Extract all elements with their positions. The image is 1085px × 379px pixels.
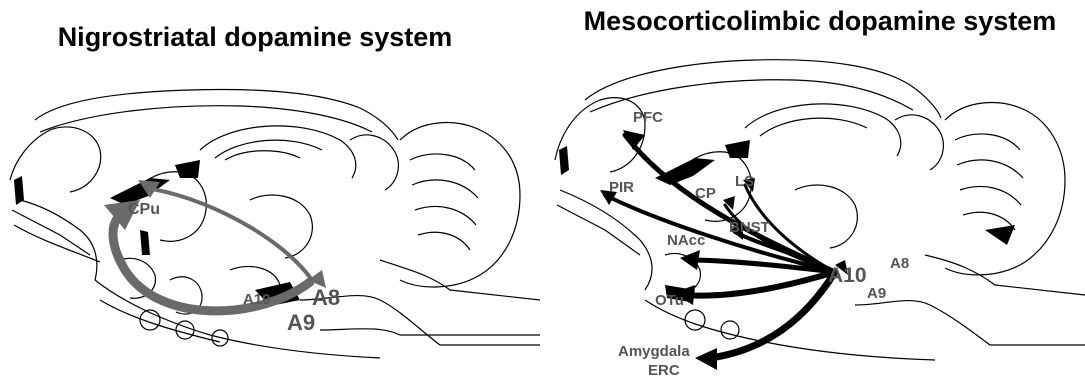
label-amygdala: Amygdala [618,343,690,360]
label-cp: CP [695,185,716,202]
label-a8: A8 [312,285,340,310]
label-nacc: NAcc [667,232,705,249]
mesocorticolimbic-pathways [605,135,835,358]
label-ls: LS [735,173,754,190]
label-a9: A9 [867,285,886,302]
brain-sagittal-diagram: CPu A10 A8 A9 [0,0,540,379]
label-a8: A8 [890,255,909,272]
label-bnst: BNST [729,219,770,236]
label-a10: A10 [828,264,867,287]
label-erc: ERC [648,362,680,379]
label-pir: PIR [609,179,634,196]
brain-sagittal-diagram: PFC PIR CP LS BNST NAcc OTu A10 A8 A9 Am… [545,0,1085,379]
brain-outline [10,90,540,358]
label-a10: A10 [243,291,271,308]
label-pfc: PFC [633,109,663,126]
arrowheads [600,130,848,370]
label-cpu: CPu [128,201,160,218]
mesocorticolimbic-panel: Mesocorticolimbic dopamine system [545,0,1085,379]
nigrostriatal-panel: Nigrostriatal dopamine system [0,0,540,379]
label-a9: A9 [287,310,315,335]
label-otu: OTu [655,292,684,309]
